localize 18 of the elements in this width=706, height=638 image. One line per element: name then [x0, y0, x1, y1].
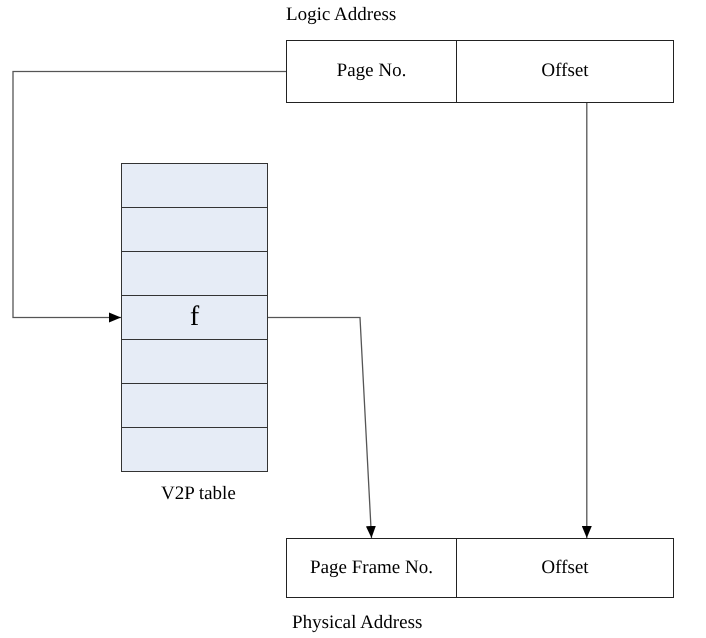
table-row	[121, 339, 268, 384]
address-block	[286, 4, 674, 103]
address-field: Offset	[456, 538, 674, 598]
table-row: f	[121, 295, 268, 340]
table-row	[121, 251, 268, 296]
address-field: Page Frame No.	[286, 538, 457, 598]
address-heading: Logic Address	[286, 4, 396, 26]
table-caption: V2P table	[161, 483, 236, 505]
arrow	[12, 70, 286, 322]
arrow	[582, 103, 592, 538]
table-row	[121, 163, 268, 208]
address-field: Offset	[456, 40, 674, 103]
table-row	[121, 427, 268, 472]
address-field: Page No.	[286, 40, 457, 103]
table-row	[121, 207, 268, 252]
arrow	[268, 316, 376, 538]
address-heading: Physical Address	[292, 612, 422, 634]
table-row	[121, 383, 268, 428]
